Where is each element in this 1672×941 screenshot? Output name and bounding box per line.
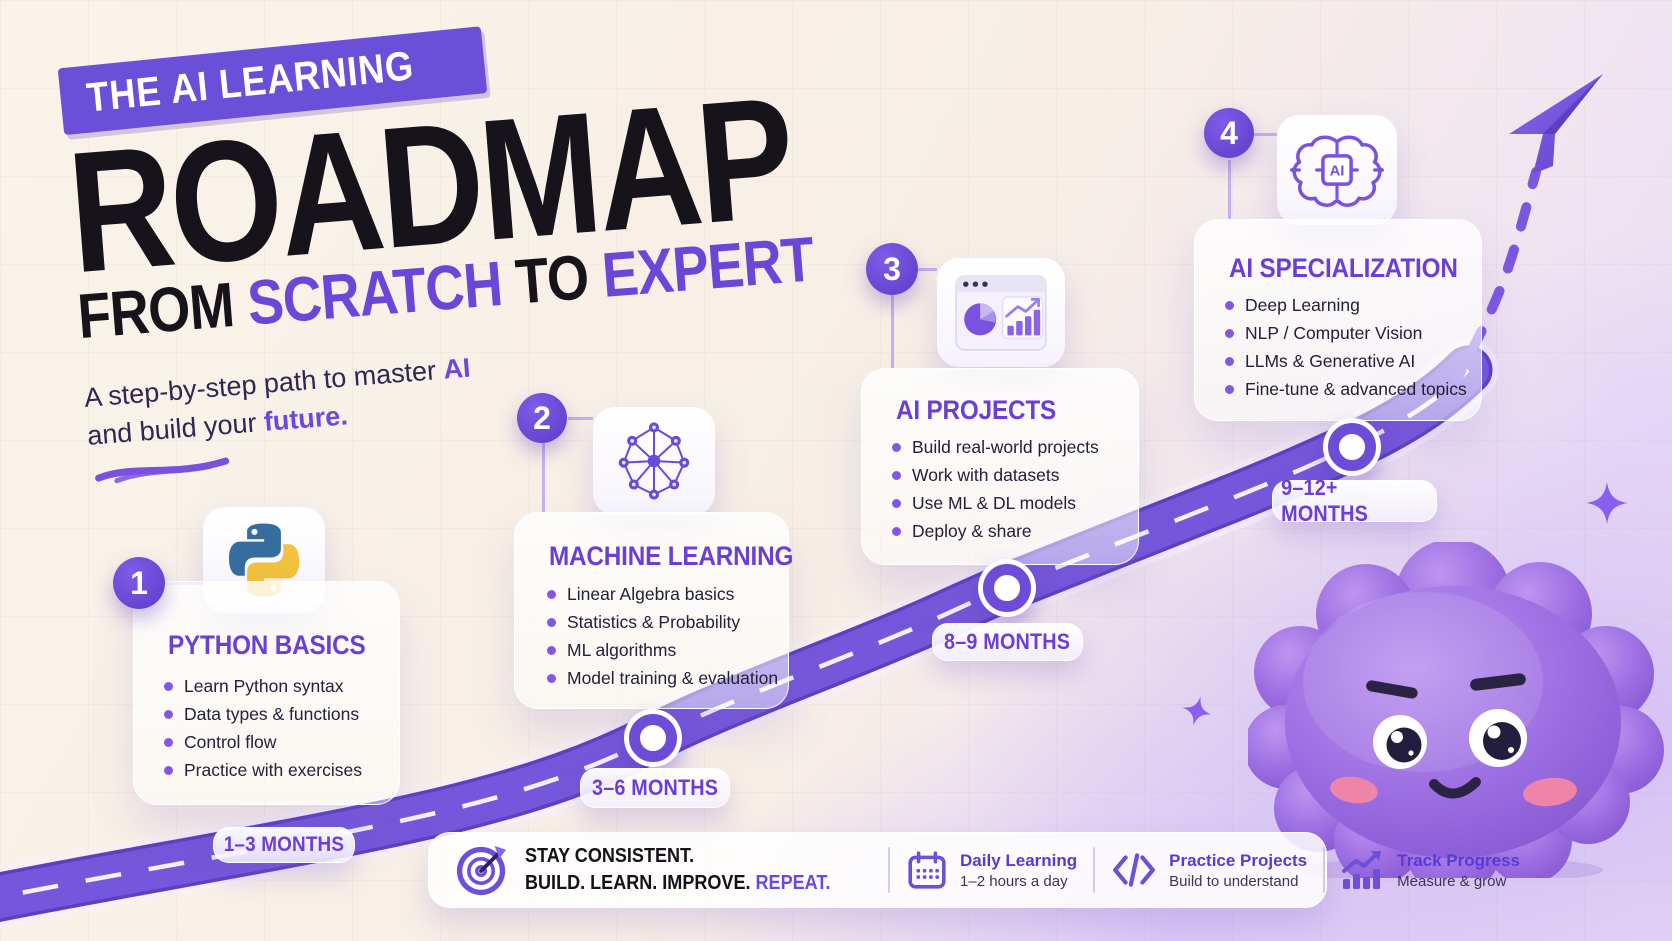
connector-4h [1253, 133, 1277, 136]
bullet-dot [1225, 384, 1234, 394]
list-item: Build real-world projects [892, 433, 1099, 461]
code-icon [1113, 853, 1156, 887]
road-node-3 [978, 559, 1036, 617]
milestone-1-title: PYTHON BASICS [168, 630, 366, 660]
bullet-dot [164, 765, 173, 775]
bullet-dot [547, 673, 556, 683]
footer-divider [1323, 847, 1326, 893]
title-expert: EXPERT [599, 224, 817, 312]
milestone-4-icon-tile: AI [1277, 115, 1397, 225]
bullet-dot [1225, 300, 1234, 310]
milestone-1-card: PYTHON BASICS Learn Python syntax Data t… [133, 581, 400, 805]
bullet-dot [547, 645, 556, 655]
brain-mascot [1248, 542, 1664, 878]
milestone-1-duration: 1–3 MONTHS [213, 827, 355, 863]
milestone-3-title: AI PROJECTS [896, 395, 1057, 425]
milestone-3-number: 3 [866, 243, 918, 295]
tip-daily-learning: Daily Learning 1–2 hours a day [906, 849, 1077, 891]
list-item: Data types & functions [164, 700, 362, 728]
bullet-dot [164, 737, 173, 747]
bullet-dot [164, 681, 173, 691]
tip-practice-projects: Practice Projects Build to understand [1111, 851, 1307, 890]
ai-brain-chip-icon: AI [1290, 135, 1384, 207]
arrow-icon [1509, 74, 1603, 174]
bullet-dot [164, 709, 173, 719]
milestone-2-list: Linear Algebra basics Statistics & Proba… [547, 580, 778, 692]
list-item: Learn Python syntax [164, 672, 362, 700]
calendar-icon [908, 851, 946, 889]
milestone-4-number: 4 [1204, 108, 1254, 158]
milestone-2-title: MACHINE LEARNING [549, 541, 794, 571]
list-item: ML algorithms [547, 636, 778, 664]
sparkle-icon [1182, 696, 1212, 726]
milestone-3-icon-tile [937, 258, 1065, 367]
list-item: NLP / Computer Vision [1225, 319, 1467, 347]
milestone-1-number: 1 [113, 557, 165, 609]
footer-headline: STAY CONSISTENT. BUILD. LEARN. IMPROVE. … [525, 844, 831, 894]
list-item: Work with datasets [892, 461, 1099, 489]
bullet-dot [892, 498, 901, 508]
list-item: Fine-tune & advanced topics [1225, 375, 1467, 403]
road-node-4 [1323, 418, 1381, 476]
milestone-4-duration: 9–12+ MONTHS [1272, 475, 1437, 526]
list-item: Practice with exercises [164, 756, 362, 784]
bullet-dot [892, 470, 901, 480]
milestone-2-duration: 3–6 MONTHS [580, 768, 730, 808]
list-item: Statistics & Probability [547, 608, 778, 636]
list-item: Deep Learning [1225, 291, 1467, 319]
footer-bar: STAY CONSISTENT. BUILD. LEARN. IMPROVE. … [428, 832, 1520, 908]
connector-3h [918, 268, 937, 271]
bullet-dot [547, 617, 556, 627]
milestone-3-card: AI PROJECTS Build real-world projects Wo… [861, 368, 1139, 565]
list-item: Deploy & share [892, 517, 1099, 545]
milestone-3-duration: 8–9 MONTHS [932, 623, 1083, 661]
milestone-4-list: Deep Learning NLP / Computer Vision LLMs… [1225, 291, 1467, 403]
list-item: Model training & evaluation [547, 664, 778, 692]
analytics-window-icon [955, 274, 1047, 351]
milestone-1-list: Learn Python syntax Data types & functio… [164, 672, 362, 784]
bullet-dot [547, 589, 556, 599]
bullet-dot [1225, 328, 1234, 338]
header-block: THE AI LEARNING ROADMAP FROM SCRATCH TO … [57, 3, 869, 489]
road-node-2 [624, 709, 682, 767]
scribble-underline [95, 457, 230, 484]
connector-3v [891, 295, 894, 368]
list-item: Linear Algebra basics [547, 580, 778, 608]
footer-divider [1093, 847, 1096, 893]
list-item: Control flow [164, 728, 362, 756]
milestone-4-card: AI SPECIALIZATION Deep Learning NLP / Co… [1194, 219, 1482, 421]
title-from: FROM [75, 270, 237, 353]
svg-text:AI: AI [1330, 163, 1345, 179]
list-item: Use ML & DL models [892, 489, 1099, 517]
sparkle-icon [1586, 482, 1628, 524]
bullet-dot [892, 442, 901, 452]
list-item: LLMs & Generative AI [1225, 347, 1467, 375]
milestone-4-title: AI SPECIALIZATION [1229, 253, 1458, 283]
milestone-3-list: Build real-world projects Work with data… [892, 433, 1099, 545]
title-to: TO [513, 242, 591, 319]
bullet-dot [892, 526, 901, 536]
tip-track-progress: Track Progress Measure & grow [1341, 849, 1520, 891]
connector-4v [1228, 160, 1231, 219]
target-icon [456, 845, 507, 896]
bullet-dot [1225, 356, 1234, 366]
footer-divider [888, 847, 891, 893]
chart-icon [1342, 851, 1382, 889]
milestone-2-card: MACHINE LEARNING Linear Algebra basics S… [514, 512, 793, 709]
